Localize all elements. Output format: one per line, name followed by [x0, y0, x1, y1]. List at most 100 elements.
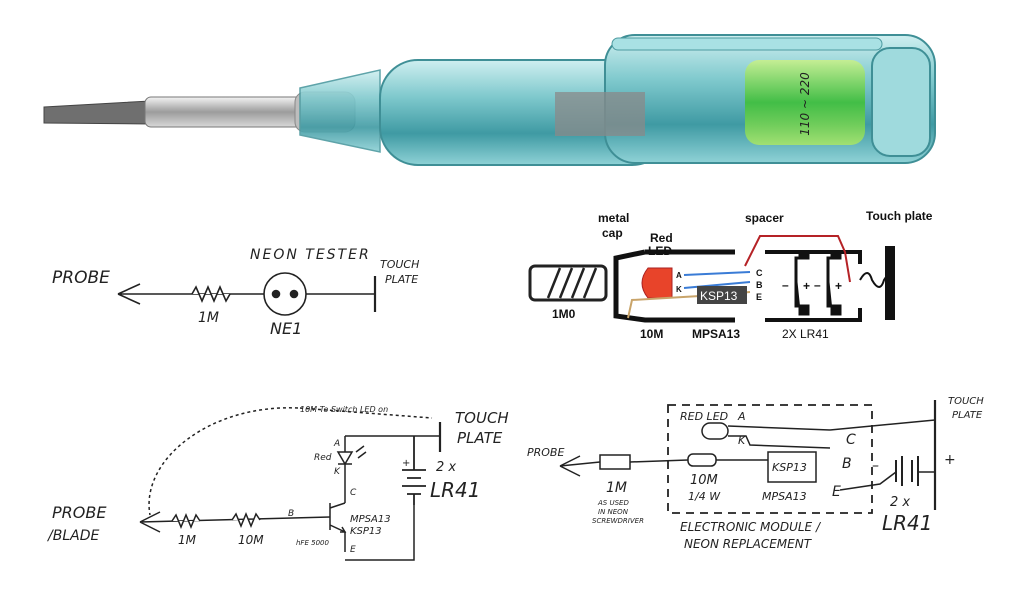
transistor-c-label: C: [350, 488, 357, 498]
led-diode-symbol: [336, 451, 354, 466]
module-battery-type: LR41: [882, 511, 933, 535]
feedback-note-line: [299, 407, 433, 419]
feedback-note-label: 10M To Switch LED on: [300, 405, 388, 414]
neon-tester-schematic: NEON TESTER PROBE 1M NE1 TOUCH PLATE: [52, 247, 419, 338]
module-led-k-wire: [728, 435, 831, 449]
module-led-a-wire: [727, 425, 831, 431]
module-probe-arrow: [559, 455, 601, 477]
batteries-label: 2X LR41: [782, 327, 829, 341]
resistor-1m0-label: 1M0: [552, 307, 576, 321]
metal-cap-label-1: metal: [598, 211, 629, 225]
module-pin-k: K: [738, 434, 746, 447]
feedback-note-curve: [148, 407, 299, 516]
led-pin-k-label: K: [334, 467, 341, 477]
module-battery-qty: 2 x: [890, 495, 910, 510]
transistor-hfe-label: hFE 5000: [296, 539, 329, 547]
red-wire: [744, 235, 851, 283]
screwdriver-collar: [299, 69, 381, 153]
module-1m-resistor: [599, 454, 631, 470]
neon-electrode-left: [271, 289, 281, 299]
battery-type-label: LR41: [430, 478, 481, 502]
transistor-b-label: B: [288, 509, 294, 519]
resistor-10m-label: 10M: [640, 327, 663, 341]
module-battery-wire: [839, 471, 935, 491]
resistor-1m-symbol: [191, 284, 231, 304]
transistor-mpsa13-label: MPSA13: [350, 514, 391, 525]
battery-1-minus: –: [782, 278, 789, 292]
neon-lamp-label-ne1: NE1: [270, 319, 302, 338]
transistor-ksp13-block: [697, 286, 747, 304]
spacer-tube: [765, 250, 862, 322]
probe-label-2: /BLADE: [46, 528, 99, 544]
module-pin-e: E: [832, 484, 841, 500]
electronic-module-diagram: RED LED A K KSP13 MPSA13 C B E PROBE 1M …: [527, 396, 984, 551]
resistor-1m-value: 1M: [178, 533, 197, 547]
module-red-led-label: RED LED: [680, 410, 728, 423]
module-pin-c: C: [846, 432, 856, 448]
resistor-10m-value: 10M: [238, 533, 264, 547]
module-part-label: MPSA13: [762, 490, 807, 503]
led-pin-a: A: [676, 271, 682, 280]
battery-1: [794, 252, 810, 316]
module-transistor-label: KSP13: [772, 461, 807, 474]
bottom-rail: [345, 505, 415, 561]
resistor-1m-zigzag: [171, 513, 201, 529]
led-circuit-schematic: 10M To Switch LED on TOUCH PLATE A K Red…: [46, 405, 509, 561]
touch-plate-label-2: PLATE: [385, 273, 418, 286]
resistor-10m-zigzag: [231, 512, 261, 528]
touch-plate-label: Touch plate: [866, 209, 933, 223]
module-dashed-box: [667, 404, 873, 514]
module-caption-1: ELECTRONIC MODULE /: [680, 520, 822, 534]
battery-qty-label: 2 x: [436, 460, 456, 475]
module-10m-power: 1/4 W: [688, 490, 721, 503]
module-1m-note-1: AS USED: [597, 499, 629, 507]
resistor-1m0-coil: [546, 267, 598, 299]
led-pin-a-label: A: [333, 439, 340, 449]
probe-label-1: PROBE: [52, 503, 107, 522]
metal-cap-outline: [613, 249, 735, 323]
screwdriver-end-cap: [871, 47, 931, 157]
transistor-pin-b: B: [756, 280, 763, 290]
module-touch-label-1: TOUCH: [948, 396, 984, 407]
module-pin-a: A: [737, 410, 746, 423]
transistor-pin-c: C: [756, 268, 763, 278]
part-mpsa13-label: MPSA13: [692, 327, 740, 341]
wire-led-k: [683, 281, 751, 289]
touch-plate-bar: [885, 246, 895, 320]
spacer-label: spacer: [745, 211, 784, 225]
screwdriver-photo: 110 ~ 220: [43, 34, 936, 166]
transistor-emitter-arrow: [340, 526, 347, 533]
probe-label: PROBE: [52, 268, 110, 288]
module-1m-to-10m-wire: [629, 459, 689, 463]
module-1m-label: 1M: [606, 480, 627, 496]
screwdriver-clip: [611, 37, 883, 51]
module-transistor-body: [767, 451, 817, 483]
module-battery-1: [895, 456, 903, 486]
led-emission-arrows: [355, 445, 367, 459]
transistor-pin-e: E: [756, 292, 762, 302]
module-pin-b: B: [842, 456, 852, 472]
transistor-ksp13-label: KSP13: [350, 526, 382, 537]
module-caption-2: NEON REPLACEMENT: [684, 537, 813, 551]
module-minus-label: –: [872, 458, 879, 474]
red-led-label-1: Red: [650, 231, 673, 245]
module-1m-note-2: IN NEON: [598, 508, 629, 516]
neon-electrode-right: [289, 289, 299, 299]
red-led-label-2: LED: [648, 244, 672, 258]
module-led-body: [701, 422, 729, 440]
metal-cap-label-2: cap: [602, 226, 623, 240]
led-pin-k: K: [676, 285, 682, 294]
neon-tester-title: NEON TESTER: [250, 247, 371, 263]
module-touch-label-2: PLATE: [952, 410, 983, 421]
module-plus-label: +: [944, 452, 956, 468]
neon-lamp-label: 110 ~ 220: [798, 72, 812, 136]
battery-2-minus: –: [814, 278, 821, 292]
battery-2-plus: +: [835, 279, 842, 293]
red-led-body: [641, 267, 673, 299]
module-touch-wire: [829, 419, 936, 431]
module-1m-note-3: SCREWDRIVER: [592, 517, 644, 525]
module-10m-label: 10M: [690, 473, 718, 488]
assembly-diagram: 1M0 metal cap Red LED A K KSP13 C B E sp…: [528, 209, 933, 341]
screwdriver-blade: [43, 100, 151, 125]
